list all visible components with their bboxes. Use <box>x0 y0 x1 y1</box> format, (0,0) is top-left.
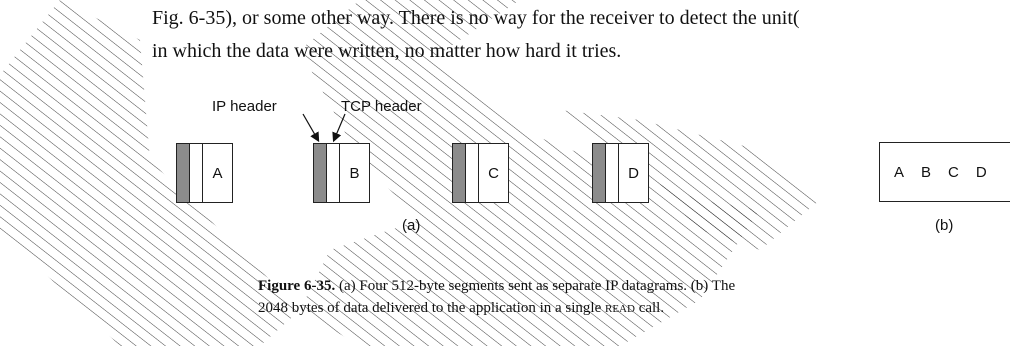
figure-caption: Figure 6-35. (a) Four 512-byte segments … <box>258 275 998 319</box>
segment-b: B <box>313 143 370 203</box>
caption-line-1: (a) Four 512-byte segments sent as separ… <box>338 278 736 294</box>
delivered-item-c: C <box>948 163 959 181</box>
segment-data: B <box>339 143 370 203</box>
tcp-header-block <box>326 143 340 203</box>
caption-line-2: 2048 bytes of data delivered to the appl… <box>258 300 602 316</box>
body-line-1: Fig. 6-35), or some other way. There is … <box>152 7 800 29</box>
ip-header-block <box>313 143 327 203</box>
body-line-2: in which the data were written, no matte… <box>152 40 622 62</box>
segment-a: A <box>176 143 233 203</box>
tcp-header-block <box>189 143 203 203</box>
tcp-header-label: TCP header <box>341 98 422 115</box>
ip-header-block <box>176 143 190 203</box>
ip-header-block <box>592 143 606 203</box>
caption-label: Figure 6-35. <box>258 278 336 294</box>
delivered-item-a: A <box>894 163 905 181</box>
delivered-item-d: D <box>975 163 987 181</box>
part-a-label: (a) <box>402 217 421 234</box>
part-b-label: (b) <box>935 217 954 234</box>
ip-header-label: IP header <box>212 98 277 115</box>
tcp-header-block <box>605 143 619 203</box>
body-paragraph: Fig. 6-35), or some other way. There is … <box>152 2 1010 68</box>
segment-d: D <box>592 143 649 203</box>
ip-header-block <box>452 143 466 203</box>
tcp-header-block <box>465 143 479 203</box>
delivered-data-box: A B C D <box>879 142 1010 202</box>
caption-line-2-end: call. <box>638 300 665 316</box>
delivered-item-b: B <box>921 163 932 181</box>
segment-data: C <box>478 143 509 203</box>
caption-read-call: read <box>605 300 635 316</box>
segment-c: C <box>452 143 509 203</box>
segment-data: D <box>618 143 649 203</box>
segment-data: A <box>202 143 233 203</box>
